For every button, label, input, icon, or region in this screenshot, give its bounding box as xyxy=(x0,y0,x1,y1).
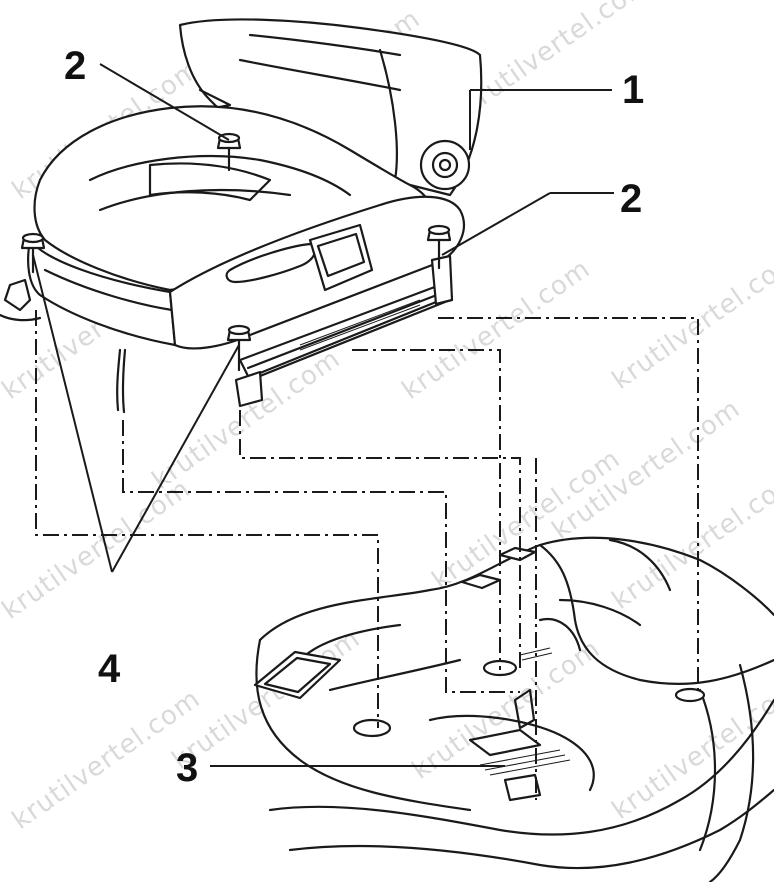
callout-2-right: 2 xyxy=(620,177,642,221)
recline-knob xyxy=(419,139,471,191)
floor-pan xyxy=(253,536,774,882)
watermark-text: krutilvertel.com xyxy=(397,254,596,406)
watermark-text: krutilvertel.com xyxy=(0,474,196,626)
callout-labels: 1 2 2 3 4 xyxy=(64,44,644,790)
bolt xyxy=(426,224,452,270)
seat-assembly xyxy=(0,18,483,414)
leader-lines xyxy=(32,63,614,767)
watermark-text: krutilvertel.com xyxy=(407,634,606,786)
callout-1: 1 xyxy=(622,68,644,112)
callout-4: 4 xyxy=(98,647,121,691)
watermark-text: krutilvertel.com xyxy=(607,244,774,396)
seat-side-trim xyxy=(168,195,465,350)
callout-2-top: 2 xyxy=(64,44,86,88)
callout-3: 3 xyxy=(176,746,198,790)
alignment-lines xyxy=(35,310,699,800)
bolt xyxy=(226,324,252,372)
bolt xyxy=(20,232,46,274)
